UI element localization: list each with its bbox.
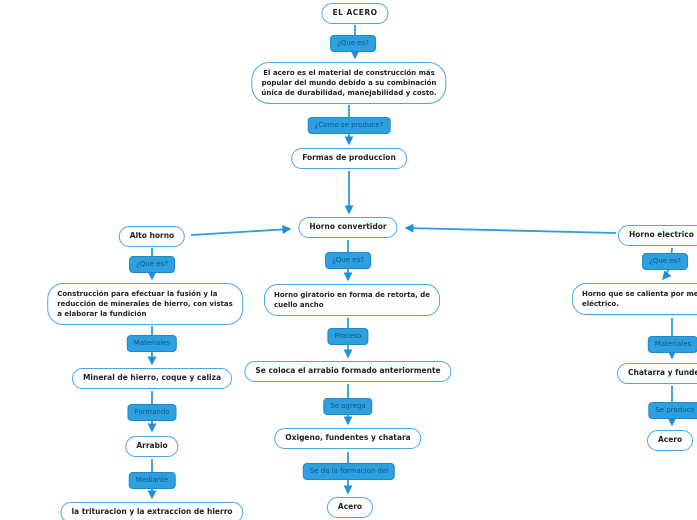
node-oxigeno-fundentes[interactable]: Oxigeno, fundentes y chatara <box>274 428 422 449</box>
edge-label-mediante[interactable]: Mediante <box>128 472 176 489</box>
node-acero-convertidor[interactable]: Acero <box>326 497 374 518</box>
edge-label-materiales-alto[interactable]: Materiales <box>126 335 178 352</box>
node-horno-electrico[interactable]: Horno electrico <box>618 225 697 246</box>
node-definicion-electrico[interactable]: Horno que se calienta por medio eléctric… <box>572 283 697 316</box>
edge-label-que-es-alto[interactable]: ¿Que es? <box>129 256 175 273</box>
node-mineral-hierro[interactable]: Mineral de hierro, coque y caliza <box>71 368 233 389</box>
edge-label-como-se-produce[interactable]: ¿Como se produce? <box>307 117 391 134</box>
edge-label-proceso[interactable]: Proceso <box>327 328 369 345</box>
node-trituracion-extraccion[interactable]: la trituracion y la extraccion de hierro <box>60 502 244 520</box>
node-definicion-acero[interactable]: El acero es el material de construcción … <box>251 62 447 105</box>
node-el-acero[interactable]: EL ACERO <box>321 3 389 24</box>
node-se-coloca-arrabio[interactable]: Se coloca el arrabio formado anteriormen… <box>244 361 452 382</box>
node-horno-convertidor[interactable]: Horno convertidor <box>298 217 398 238</box>
edge-label-se-produce[interactable]: Se produce <box>648 402 697 419</box>
edge-label-se-da-formacion[interactable]: Se da la formacion del <box>302 463 396 480</box>
node-chatarra-fundentes[interactable]: Chatarra y fundentes <box>617 363 697 384</box>
node-definicion-convertidor[interactable]: Horno giratorio en forma de retorta, de … <box>263 284 441 317</box>
edge-label-materiales-electrico[interactable]: Materiales <box>647 336 697 353</box>
node-acero-electrico[interactable]: Acero <box>647 430 694 451</box>
node-alto-horno[interactable]: Alto horno <box>118 226 186 247</box>
node-arrabio[interactable]: Arrabio <box>125 436 179 457</box>
edge-label-que-es-root[interactable]: ¿Que es? <box>330 35 376 52</box>
edge-label-que-es-electrico[interactable]: ¿Que es? <box>642 253 688 270</box>
edge-label-formando[interactable]: Formando <box>127 404 177 421</box>
edge-label-que-es-convertidor[interactable]: ¿Que es? <box>325 252 371 269</box>
node-definicion-alto-horno[interactable]: Construcción para efectuar la fusión y l… <box>47 283 243 326</box>
node-formas-de-produccion[interactable]: Formas de produccion <box>291 148 407 169</box>
edge-label-se-agrega[interactable]: Se agrega <box>323 398 373 415</box>
